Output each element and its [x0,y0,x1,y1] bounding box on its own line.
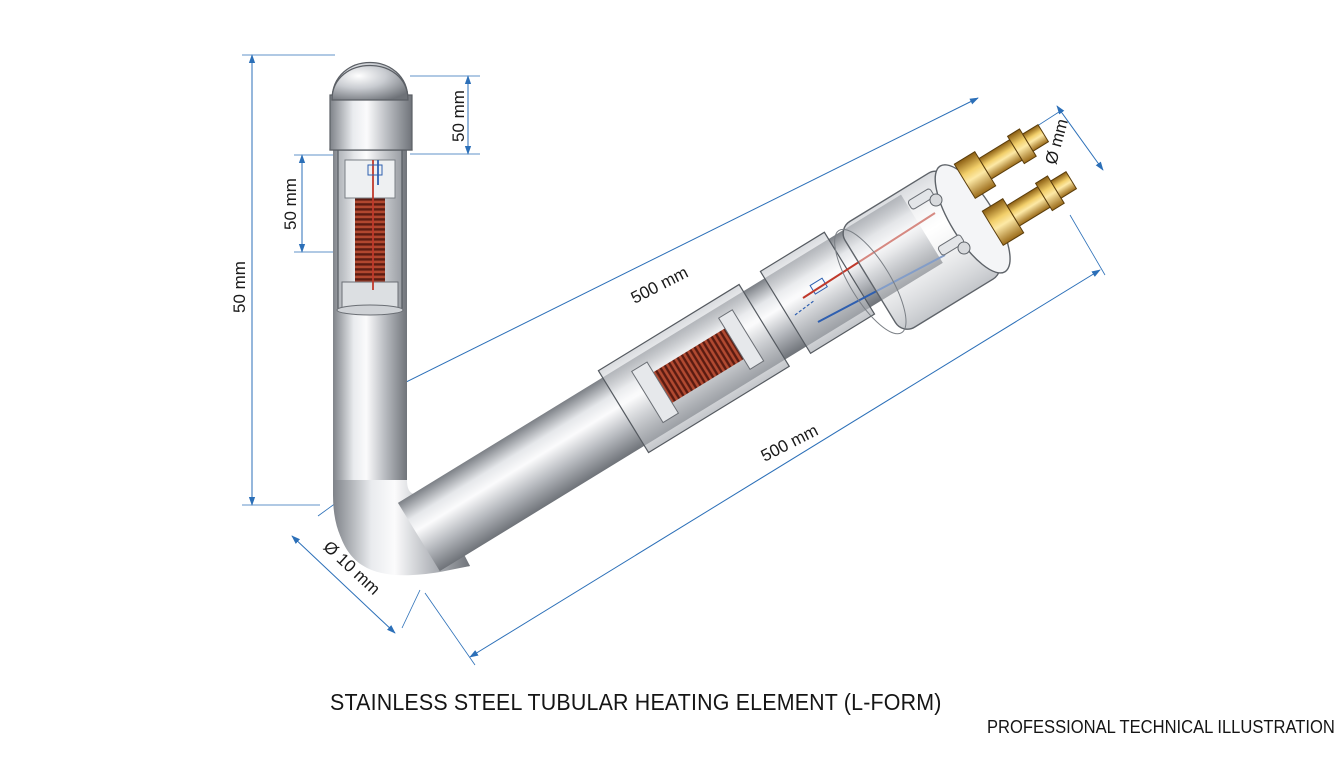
lower-heating-coil [646,324,751,408]
brass-terminal-upper [953,123,1050,200]
heating-element-tube [329,61,1078,576]
dim-cap-height: 50 mm [449,90,468,142]
upper-heating-coil [355,195,385,285]
brass-terminal-lower [981,170,1078,247]
dim-horizontal-upper: 500 mm [628,263,691,308]
dim-vertical-leg-height: 50 mm [230,261,249,313]
dim-terminal-diameter: Ø mm [1042,117,1072,167]
terminal-pins [907,188,971,256]
diagram-title: STAINLESS STEEL TUBULAR HEATING ELEMENT … [330,689,942,715]
diagram-subtitle: PROFESSIONAL TECHNICAL ILLUSTRATION [987,717,1335,737]
dim-coil-section-height: 50 mm [281,178,300,230]
dim-horizontal-lower: 500 mm [758,421,821,466]
